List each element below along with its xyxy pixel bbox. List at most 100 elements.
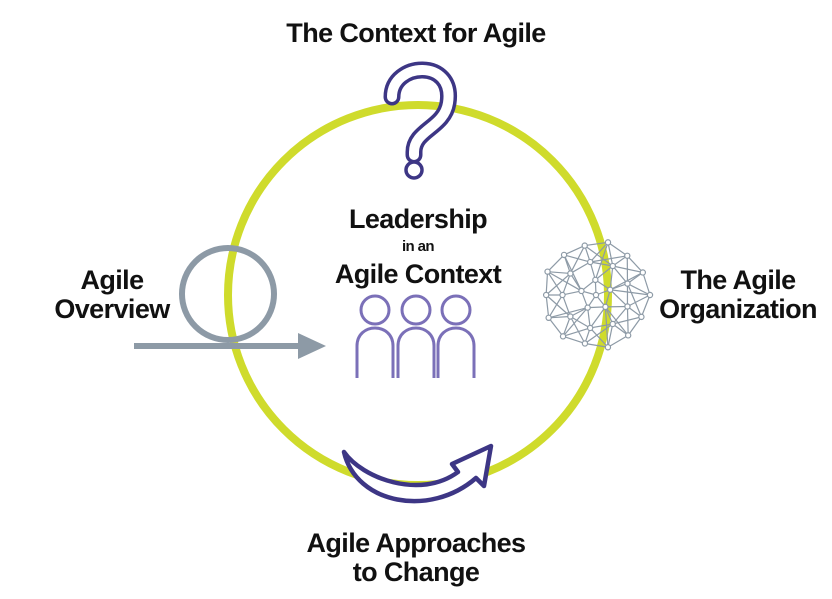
mesh-edge <box>604 306 609 348</box>
mesh-edge <box>626 306 629 336</box>
mesh-edge <box>590 323 613 329</box>
label-agile-organization-line1: The Agile <box>680 265 796 295</box>
mesh-node <box>609 320 616 328</box>
mesh-edge <box>609 265 614 290</box>
mesh-node <box>560 251 568 259</box>
mesh-edge <box>547 254 565 273</box>
label-context-for-agile: The Context for Agile <box>286 18 546 48</box>
mesh-edge <box>545 294 571 317</box>
mesh-edge <box>607 334 629 348</box>
mesh-node <box>609 262 616 270</box>
network-mesh-icon <box>542 239 654 351</box>
mesh-edge <box>562 327 591 337</box>
loop-arrow-icon <box>134 245 326 359</box>
mesh-edge <box>584 241 609 247</box>
label-leadership-line3: Agile Context <box>335 259 502 289</box>
mesh-edge <box>612 265 643 274</box>
mesh-edge <box>626 255 644 273</box>
mesh-edge <box>590 261 613 267</box>
question-mark-icon <box>383 61 457 180</box>
mesh-edge <box>612 306 628 325</box>
mesh-node <box>638 313 645 321</box>
mesh-edge <box>569 273 582 292</box>
mesh-node <box>592 291 600 299</box>
mesh-edge <box>570 315 591 329</box>
mesh-edge <box>562 335 586 345</box>
mesh-edge <box>627 294 651 308</box>
mesh-node <box>567 313 574 320</box>
mesh-edge <box>548 315 571 319</box>
mesh-node <box>602 303 609 311</box>
mesh-edge <box>584 245 614 267</box>
mesh-edge <box>587 307 591 329</box>
mesh-edge <box>569 316 586 344</box>
mesh-edge <box>562 316 571 337</box>
mesh-node <box>545 314 552 322</box>
mesh-edge <box>563 245 585 256</box>
label-leadership-line2: in an <box>402 238 434 255</box>
mesh-edge <box>562 290 582 296</box>
mesh-node <box>587 258 594 266</box>
mesh-edge <box>642 272 651 296</box>
mesh-node <box>559 291 566 299</box>
mesh-edge <box>570 261 591 274</box>
mesh-node <box>606 286 614 293</box>
mesh-edge <box>547 271 564 296</box>
mesh-node <box>581 340 589 347</box>
mesh-node <box>578 287 585 295</box>
mesh-edge <box>562 307 589 337</box>
mesh-edge <box>589 241 609 263</box>
mesh-edge <box>607 323 614 348</box>
mesh-node <box>646 291 654 299</box>
label-agile-overview-line2: Overview <box>54 294 171 324</box>
mesh-edge <box>563 254 591 263</box>
mesh-node <box>624 303 631 310</box>
mesh-edge <box>547 271 582 292</box>
mesh-node <box>624 252 631 259</box>
mesh-edge <box>589 306 606 329</box>
mesh-node <box>559 333 567 340</box>
label-agile-approaches-line2: to Change <box>353 557 480 587</box>
mesh-edge <box>545 273 571 296</box>
mesh-edge <box>561 294 571 317</box>
mesh-edge <box>594 265 614 281</box>
mesh-edge <box>561 273 571 296</box>
label-agile-approaches-line1: Agile Approaches <box>307 528 526 558</box>
mesh-edge <box>584 342 609 348</box>
mesh-edge <box>569 245 586 274</box>
label-agile-overview-line1: Agile <box>80 265 144 295</box>
mesh-node <box>544 268 551 275</box>
mesh-edge <box>626 283 642 318</box>
mesh-node <box>639 269 647 276</box>
mesh-node <box>581 242 588 249</box>
mesh-edge <box>584 323 614 344</box>
mesh-edge <box>590 255 628 263</box>
label-agile-organization-line2: Organization <box>659 294 817 324</box>
mesh-edge <box>640 294 651 318</box>
mesh-edge <box>570 307 588 318</box>
mesh-edge <box>548 317 564 337</box>
mesh-node <box>604 239 612 246</box>
mesh-edge <box>594 242 609 281</box>
mesh-node <box>542 291 550 299</box>
mesh-edge <box>545 294 550 318</box>
mesh-edge <box>609 289 628 307</box>
mesh-node <box>586 324 594 332</box>
mesh-edge <box>627 283 651 296</box>
mesh-node <box>567 270 574 277</box>
mesh-edge <box>610 289 651 296</box>
mesh-node <box>624 332 632 339</box>
mesh-edge <box>612 265 628 284</box>
mesh-node <box>584 304 591 311</box>
mesh-edge <box>545 271 549 296</box>
curved-arrow-icon <box>341 443 494 504</box>
mesh-node <box>624 280 631 287</box>
mesh-edge <box>548 294 564 319</box>
mesh-node <box>604 344 612 351</box>
mesh-edge <box>607 242 614 267</box>
mesh-edge <box>547 271 571 275</box>
people-group-icon <box>355 294 476 378</box>
mesh-edge <box>604 306 629 336</box>
mesh-edge <box>589 327 609 348</box>
